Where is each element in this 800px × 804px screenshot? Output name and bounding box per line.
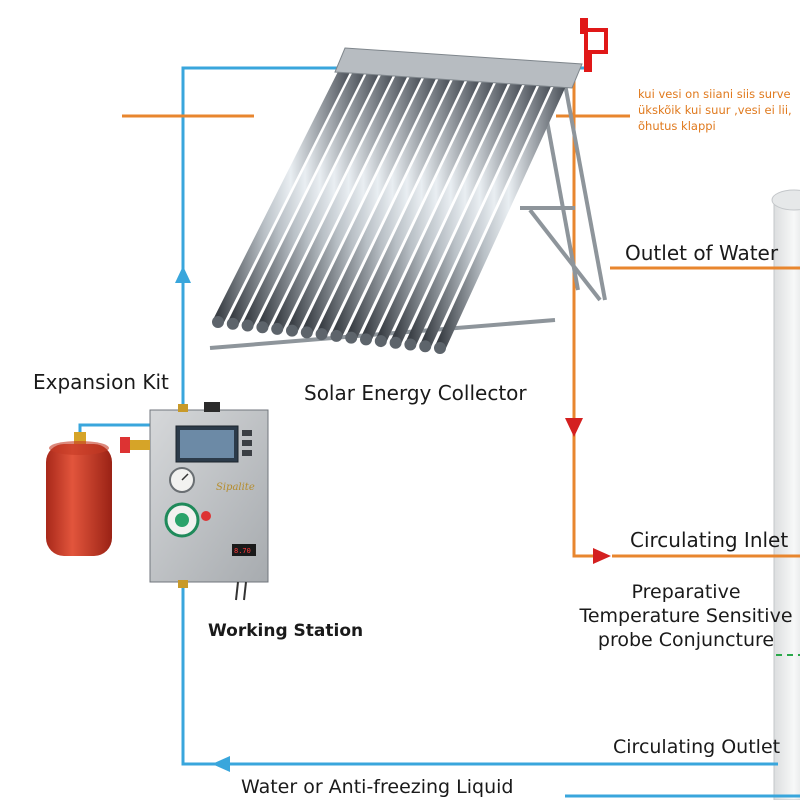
note-line-2: ükskõik kui suur ,vesi ei lii, — [638, 103, 792, 117]
tube-end-cap — [374, 335, 387, 348]
label-expansion-kit: Expansion Kit — [33, 370, 169, 394]
tube-end-cap — [330, 329, 343, 342]
tube-end-cap — [241, 319, 254, 332]
label-water-liquid: Water or Anti-freezing Liquid — [241, 776, 514, 798]
note-line-3: õhutus klappi — [638, 119, 716, 133]
preparative-line-3: probe Conjuncture — [597, 629, 775, 651]
label-preparative-probe: Preparative Temperature Sensitive probe … — [576, 580, 796, 652]
collector-tube — [316, 61, 456, 340]
controller-display: 8.70 — [234, 547, 251, 555]
tube-end-cap — [212, 316, 224, 328]
collector-tube — [434, 69, 571, 354]
collector-tube — [256, 57, 399, 333]
tube-end-cap — [300, 326, 313, 339]
tube-end-cap — [419, 340, 432, 353]
storage-tank — [771, 189, 800, 801]
hot-pipe — [572, 72, 800, 558]
collector-tube — [360, 64, 499, 345]
collector-tube — [419, 68, 557, 352]
label-solar-collector: Solar Energy Collector — [304, 381, 527, 405]
tube-end-cap — [404, 338, 417, 351]
collector-tube — [390, 66, 528, 349]
collector-tube — [242, 56, 385, 331]
label-circulating-outlet: Circulating Outlet — [613, 736, 781, 758]
collector-tube — [227, 55, 370, 330]
controller-brand: Sipalite — [216, 482, 255, 493]
collector-tube — [212, 54, 356, 328]
tube-end-cap — [256, 321, 269, 334]
tube-end-cap — [286, 324, 298, 337]
preparative-line-2: Temperature Sensitive — [579, 605, 793, 627]
collector-tube — [345, 63, 485, 344]
up-arrow-icon — [175, 266, 191, 283]
label-circulating-inlet: Circulating Inlet — [630, 528, 789, 552]
collector-tube — [404, 67, 542, 351]
collector-tube — [271, 58, 413, 335]
collector-tube — [330, 62, 471, 342]
collector-tubes — [212, 54, 571, 354]
tube-end-cap — [271, 322, 284, 335]
down-arrow-icon — [565, 418, 583, 437]
tube-end-cap — [226, 317, 239, 330]
collector-tube — [375, 65, 514, 347]
working-station-box: Sipalite 8.70 — [120, 402, 269, 601]
tube-end-cap — [360, 333, 372, 346]
preparative-line-1: Preparative — [631, 581, 741, 603]
tube-end-cap — [315, 328, 328, 341]
tube-end-cap — [434, 342, 446, 354]
label-outlet-of-water: Outlet of Water — [625, 241, 779, 265]
right-arrow-icon — [593, 548, 611, 564]
note-line-1: kui vesi on siiani siis surve — [638, 87, 791, 101]
label-working-station: Working Station — [208, 621, 364, 641]
collector-manifold — [334, 47, 583, 89]
collector-tube — [286, 59, 428, 337]
left-arrow-icon — [212, 756, 230, 772]
expansion-tank-icon — [46, 432, 112, 556]
air-relief-valve-icon — [580, 18, 608, 72]
collector-tube — [301, 60, 442, 338]
tube-end-cap — [389, 336, 402, 349]
tube-end-cap — [345, 331, 358, 344]
annotation-note: kui vesi on siiani siis surve ükskõik ku… — [638, 86, 792, 134]
